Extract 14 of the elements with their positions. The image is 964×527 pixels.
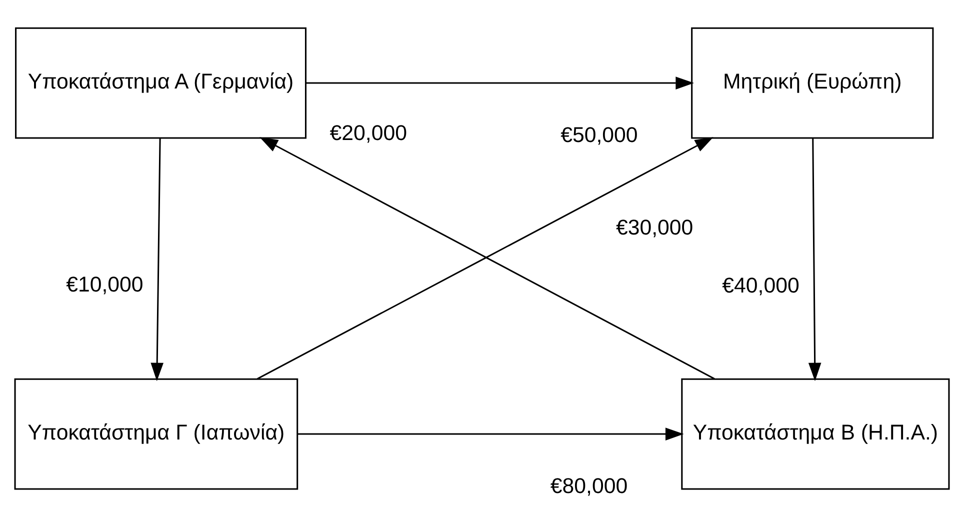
edge-label: €80,000 [550,474,628,498]
edge-label: €30,000 [616,215,694,240]
arrow [150,138,164,382]
edge-label: €10,000 [66,272,144,296]
arrow [298,428,684,440]
arrow [808,138,822,382]
node-box: Υποκατάστημα Α (Γερμανία) [15,27,306,139]
edge-label: €40,000 [722,273,800,298]
node-box: Υποκατάστημα Γ (Ιαπωνία) [14,378,298,490]
node-box: Μητρική (Ευρώπη) [691,27,934,139]
node-box: Υποκατάστημα Β (Η.Π.Α.) [681,378,950,490]
edge-label: €20,000 [330,121,407,146]
arrow [306,76,694,90]
edge-label: €50,000 [560,123,638,148]
